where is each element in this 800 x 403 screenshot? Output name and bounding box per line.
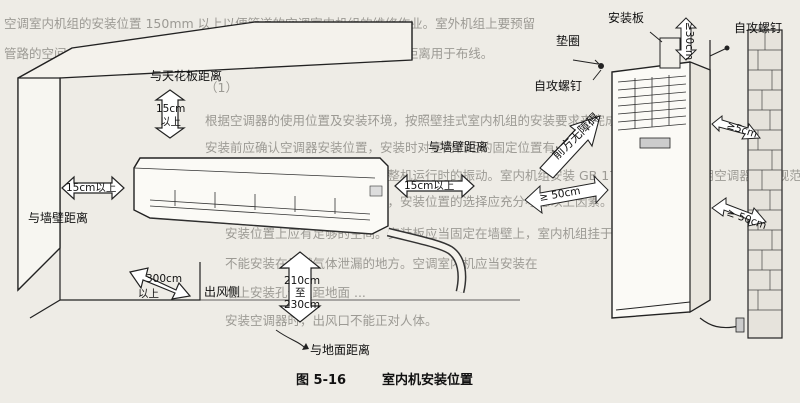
outlet-distance-arrow [129,267,192,300]
air-outlet-side-label: 出风侧 [204,285,240,299]
front-clearance-arrow [539,115,601,179]
washer-label: 垫圈 [556,33,580,48]
room-outline [17,21,520,319]
bg-line-3: （1） [205,80,238,95]
floor-to-label: 至 [295,287,306,299]
left-wall-distance-label: 与墙壁距离 [28,210,88,225]
wall-mounted-indoor-unit [133,157,467,294]
screw-right-label: 自攻螺钉 [734,21,782,35]
floor-230cm-label: 230cm [284,299,320,311]
bg-line-5: 安装前应确认空调器安装位置，安装时对室内机组的固定位置有 [205,140,555,155]
ceiling-15cm-label: 15cm [156,103,185,115]
outlet-above-label: 以上 [138,288,159,300]
ceiling-distance-arrow [154,89,186,139]
screw-left-label: 自攻螺钉 [534,79,582,93]
ceiling-above-label: 以上 [160,116,181,128]
bg-line-11: 安装空调器时，出风口不能正对人体。 [225,313,438,328]
right-50cm-arrow [711,197,767,227]
top-30cm-label: ≥30cm [683,22,695,60]
figure-caption-number: 图 5-16 [296,373,346,388]
ceiling-distance-label: 与天花板距离 [150,68,222,83]
outlet-300cm-label: 300cm [146,273,182,285]
floor-distance-arrow [275,251,322,350]
floor-distance-label: 与地面距离 [310,342,370,357]
top-30cm-arrow [674,17,698,61]
brick-wall [747,29,783,339]
right-wall-distance-arrow [394,173,475,199]
left-50cm-arrow [524,174,609,215]
left-wall-distance-arrow [61,175,125,201]
right-wall-distance-label: 与墙壁距离 [428,139,488,154]
right-wall-15cm-label: 15cm以上 [404,180,454,192]
floor-210cm-label: 210cm [284,275,320,287]
top-5cm-arrow [711,114,761,140]
figure-caption-title: 室内机安装位置 [382,372,473,388]
left-wall-15cm-label: 15cm以上 [66,182,116,194]
mount-plate-label: 安装板 [608,10,644,25]
bg-line-9: 不能安装在易燃气体泄漏的地方。空调室内机应当安装在 [225,256,538,271]
floor-standing-unit [572,31,745,333]
